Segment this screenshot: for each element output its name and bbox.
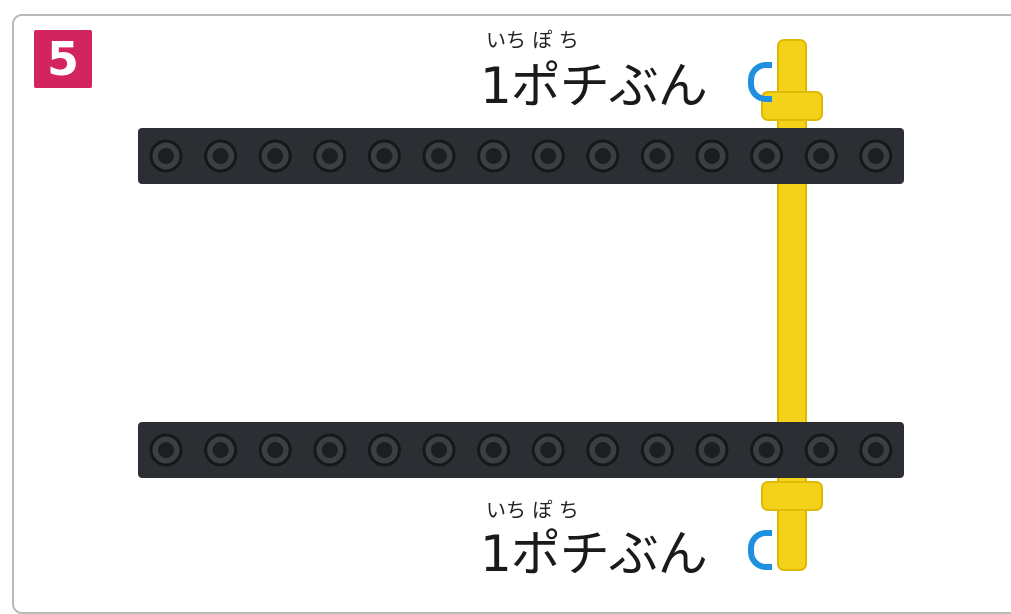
bottom-beam-stud-hole [540, 442, 557, 458]
top-beam-stud-hole [867, 148, 884, 164]
bottom-beam-stud-hole [431, 442, 447, 458]
bottom-beam-stud-hole [321, 442, 338, 458]
top-beam-stud-hole [212, 148, 229, 164]
top-beam-stud-hole [594, 148, 611, 164]
bottom-beam-stud-hole [758, 442, 775, 458]
top-beam-stud-hole [376, 148, 393, 164]
top-beam-stud-hole [267, 148, 284, 164]
bottom-beam-stud-hole [485, 442, 502, 458]
bottom-beam-stud-hole [267, 442, 284, 458]
bottom-beam-stud-hole [704, 442, 720, 458]
top-beam [138, 128, 904, 184]
top-caption: いち ぽ ち 1ポチぶん [480, 24, 780, 115]
top-beam-stud-hole [540, 148, 557, 164]
top-beam-stud-hole [704, 148, 720, 164]
bottom-beam [138, 422, 904, 478]
top-beam-stud-hole [321, 148, 338, 164]
bottom-beam-stud-hole [376, 442, 393, 458]
bottom-position-mark-icon [748, 530, 772, 570]
bottom-beam-stud-hole [212, 442, 229, 458]
top-position-mark-icon [748, 62, 772, 102]
top-beam-stud-hole [431, 148, 447, 164]
top-caption-text: 1ポチぶん [480, 57, 708, 115]
bottom-beam-stud-hole [649, 442, 666, 458]
bottom-caption-text: 1ポチぶん [480, 525, 708, 583]
top-beam-stud-hole [758, 148, 775, 164]
axle-bottom-bushing [761, 481, 823, 511]
bottom-caption: いち ぽ ち 1ポチぶん [480, 494, 780, 583]
top-caption-ruby: いち ぽ ち [486, 28, 579, 52]
bottom-caption-ruby: いち ぽ ち [486, 498, 579, 522]
top-beam-stud-hole [649, 148, 666, 164]
top-beam-stud-hole [158, 148, 174, 164]
step-number-badge: 5 [34, 30, 92, 88]
top-beam-stud-hole [485, 148, 502, 164]
bottom-beam-stud-hole [158, 442, 174, 458]
top-beam-stud-hole [813, 148, 830, 164]
build-illustration [138, 39, 904, 571]
bottom-beam-stud-hole [594, 442, 611, 458]
axle-top-bushing [761, 91, 823, 121]
bottom-beam-stud-hole [867, 442, 884, 458]
bottom-beam-stud-hole [813, 442, 830, 458]
